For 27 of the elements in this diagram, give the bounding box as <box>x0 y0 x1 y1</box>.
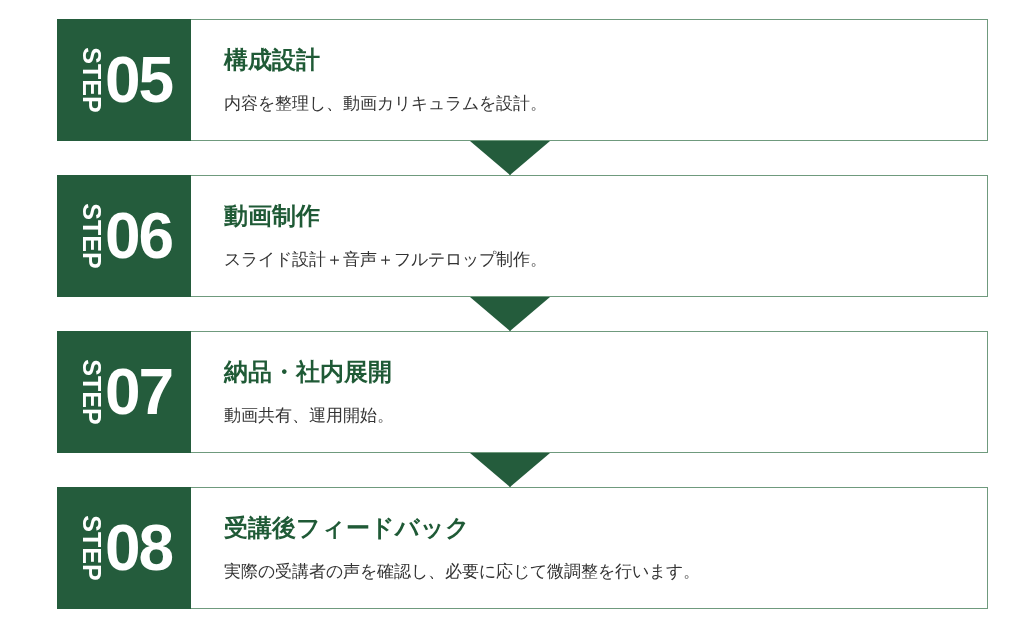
step-title: 受講後フィードバック <box>224 513 470 544</box>
step-label: STEP <box>79 515 105 581</box>
step-badge <box>57 487 191 609</box>
step-title: 構成設計 <box>224 45 320 76</box>
step-description: 実際の受講者の声を確認し、必要に応じて微調整を行います。 <box>224 560 700 583</box>
step-number: 08 <box>105 513 173 583</box>
step-badge <box>57 19 191 141</box>
step-label: STEP <box>79 203 105 269</box>
down-arrow <box>470 140 550 176</box>
step-number: 06 <box>105 201 173 271</box>
step-title: 動画制作 <box>224 201 320 232</box>
step-card <box>57 331 988 453</box>
step-card <box>57 19 988 141</box>
step-badge <box>57 175 191 297</box>
down-arrow <box>470 296 550 332</box>
step-card <box>57 487 988 609</box>
step-number: 05 <box>105 45 173 115</box>
down-arrow <box>470 452 550 488</box>
step-card <box>57 175 988 297</box>
step-description: 内容を整理し、動画カリキュラムを設計。 <box>224 92 547 115</box>
step-title: 納品・社内展開 <box>224 357 392 388</box>
step-badge <box>57 331 191 453</box>
step-description: スライド設計＋音声＋フルテロップ制作。 <box>224 248 547 271</box>
step-description: 動画共有、運用開始。 <box>224 404 394 427</box>
step-label: STEP <box>79 359 105 425</box>
step-number: 07 <box>105 357 173 427</box>
step-label: STEP <box>79 47 105 113</box>
